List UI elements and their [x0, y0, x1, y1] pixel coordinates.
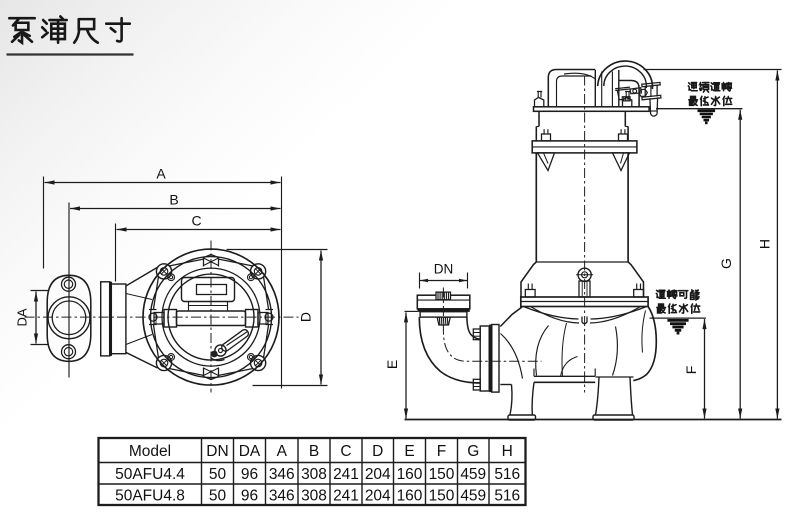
- svg-text:516: 516: [494, 466, 520, 483]
- svg-text:150: 150: [429, 466, 455, 483]
- svg-text:DN: DN: [434, 262, 454, 277]
- svg-text:D: D: [372, 443, 383, 460]
- svg-text:A: A: [156, 166, 166, 182]
- svg-text:A: A: [277, 443, 288, 460]
- svg-text:DN: DN: [206, 443, 228, 460]
- svg-text:Model: Model: [129, 443, 171, 460]
- svg-text:241: 241: [333, 466, 359, 483]
- svg-text:H: H: [502, 443, 513, 460]
- svg-text:308: 308: [301, 488, 327, 505]
- svg-text:D: D: [298, 312, 314, 322]
- svg-text:96: 96: [241, 488, 258, 505]
- svg-text:204: 204: [365, 466, 391, 483]
- svg-text:160: 160: [397, 466, 423, 483]
- svg-text:G: G: [467, 443, 479, 460]
- svg-text:C: C: [340, 443, 351, 460]
- svg-text:150: 150: [429, 488, 455, 505]
- svg-text:C: C: [191, 213, 201, 229]
- svg-text:241: 241: [333, 488, 359, 505]
- svg-text:96: 96: [241, 466, 258, 483]
- svg-text:346: 346: [269, 466, 295, 483]
- svg-text:50AFU4.4: 50AFU4.4: [115, 466, 185, 483]
- svg-text:F: F: [683, 366, 699, 375]
- svg-text:E: E: [384, 360, 400, 369]
- svg-text:160: 160: [397, 488, 423, 505]
- svg-text:B: B: [309, 443, 319, 460]
- svg-text:459: 459: [460, 488, 486, 505]
- svg-text:DA: DA: [15, 308, 30, 326]
- svg-text:E: E: [404, 443, 414, 460]
- svg-text:G: G: [718, 258, 734, 269]
- svg-text:50: 50: [209, 466, 227, 483]
- svg-text:308: 308: [301, 466, 327, 483]
- svg-text:346: 346: [269, 488, 295, 505]
- svg-text:F: F: [437, 443, 446, 460]
- svg-text:516: 516: [494, 488, 520, 505]
- svg-text:B: B: [169, 192, 178, 208]
- svg-text:H: H: [757, 239, 773, 249]
- svg-text:50AFU4.8: 50AFU4.8: [115, 488, 185, 505]
- svg-text:50: 50: [209, 488, 227, 505]
- svg-text:459: 459: [460, 466, 486, 483]
- svg-text:DA: DA: [239, 443, 261, 460]
- svg-text:204: 204: [365, 488, 391, 505]
